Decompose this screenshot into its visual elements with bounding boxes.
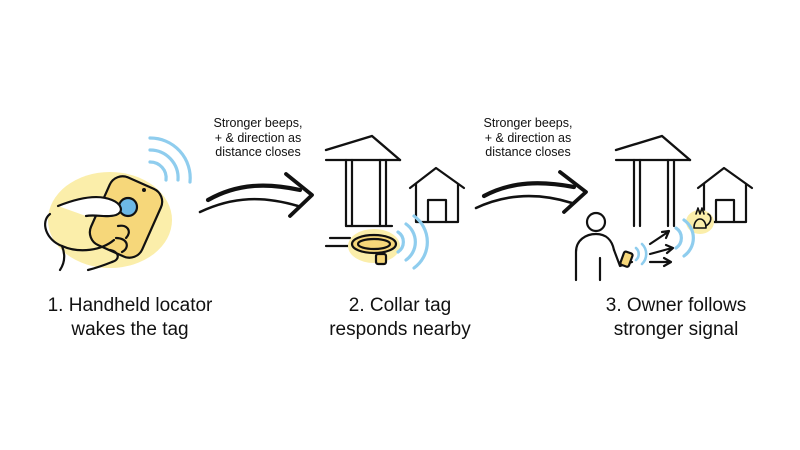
arrow-label-line: + & direction as bbox=[214, 130, 302, 145]
collar-tag-icon bbox=[324, 134, 466, 270]
arrow-label-1: Stronger beeps, + & direction as distanc… bbox=[198, 116, 318, 160]
arrow-label-2: Stronger beeps, + & direction as distanc… bbox=[468, 116, 588, 160]
hand-finger-1 bbox=[116, 224, 130, 240]
owner-head bbox=[585, 211, 607, 233]
flow-arrow-2 bbox=[474, 170, 588, 214]
house-roof bbox=[324, 134, 402, 162]
hand-finger-3 bbox=[108, 248, 119, 264]
doghouse-door bbox=[426, 198, 448, 224]
signal-waves-icon bbox=[674, 218, 695, 258]
hand-thumb bbox=[56, 196, 122, 218]
cat-highlight bbox=[686, 210, 714, 234]
doghouse-roof bbox=[408, 166, 466, 190]
flow-arrow-1 bbox=[198, 172, 314, 218]
caption-line: responds nearby bbox=[329, 319, 471, 340]
arrow-label-line: distance closes bbox=[485, 145, 571, 159]
step-1-caption: 1. Handheld locator wakes the tag bbox=[30, 294, 230, 342]
direction-arrows-icon bbox=[648, 229, 675, 268]
arrow-label-line: Stronger beeps, bbox=[213, 116, 303, 130]
hand-finger-2 bbox=[114, 236, 128, 254]
hand-locator-icon bbox=[44, 136, 192, 272]
owner-follows-icon bbox=[574, 134, 754, 282]
owner-body bbox=[574, 232, 616, 282]
caption-line: 1. Handheld locator bbox=[47, 295, 213, 316]
signal-waves-small-icon bbox=[634, 242, 648, 266]
arrow-label-line: distance closes bbox=[215, 145, 301, 159]
doghouse-walls bbox=[414, 182, 460, 224]
signal-waves-icon bbox=[396, 214, 429, 270]
step-2-caption: 2. Collar tag responds nearby bbox=[300, 294, 500, 342]
cat-icon bbox=[693, 207, 707, 229]
arm-line-1 bbox=[58, 244, 66, 272]
caption-line: wakes the tag bbox=[71, 319, 189, 340]
signal-waves-icon bbox=[148, 136, 192, 184]
caption-line: 3. Owner follows bbox=[605, 295, 747, 316]
porch-post-left bbox=[344, 158, 354, 228]
collar-tag bbox=[374, 252, 388, 266]
porch-steps bbox=[324, 236, 354, 248]
arm-line-2 bbox=[86, 260, 114, 272]
locator-button-icon bbox=[117, 196, 139, 218]
owner-locator bbox=[619, 250, 634, 268]
arrow-label-line: + & direction as bbox=[484, 130, 572, 145]
arrow-label-line: Stronger beeps, bbox=[483, 116, 573, 130]
locator-led-icon bbox=[142, 188, 146, 192]
step-3-caption: 3. Owner follows stronger signal bbox=[576, 294, 776, 342]
caption-line: 2. Collar tag bbox=[348, 295, 452, 316]
porch-post-right bbox=[378, 158, 388, 228]
caption-line: stronger signal bbox=[613, 319, 739, 340]
